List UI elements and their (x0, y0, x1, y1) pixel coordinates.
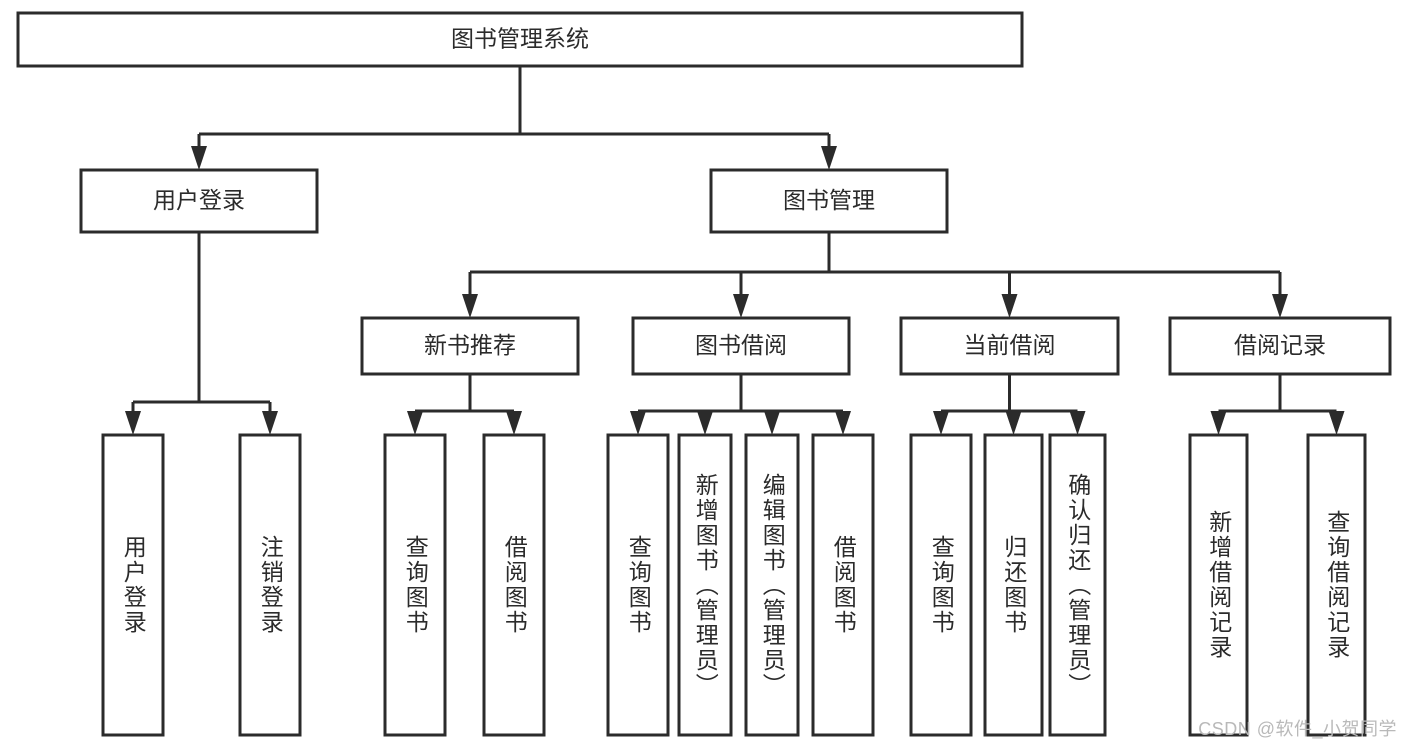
conn-book-management-arrow-2 (1001, 294, 1018, 318)
node-borrow-record-label: 借阅记录 (1234, 332, 1326, 358)
conn-user-login-arrow-1 (262, 411, 278, 435)
node-book-borrow-label: 图书借阅 (695, 332, 787, 358)
node-book-borrow[interactable] (631, 316, 851, 376)
conn-book-borrow-arrow-2 (764, 411, 780, 435)
conn-current-borrow-arrow-1 (1005, 411, 1022, 435)
node-user-login[interactable] (79, 168, 319, 234)
node-leaf-edit-book-admin[interactable] (744, 433, 800, 737)
conn-book-borrow-arrow-0 (630, 411, 646, 435)
node-user-login-label: 用户登录 (153, 187, 245, 213)
node-leaf-query-book-current[interactable] (909, 433, 973, 737)
conn-root-arrow-1 (821, 146, 837, 170)
conn-book-management-arrow-0 (462, 294, 478, 318)
node-leaf-borrow-book-recommend[interactable] (482, 433, 546, 737)
conn-book-borrow-arrow-1 (697, 411, 713, 435)
node-current-borrow-label: 当前借阅 (964, 332, 1056, 358)
node-leaf-confirm-return-admin[interactable] (1048, 433, 1107, 737)
boxes-layer (16, 11, 1392, 737)
node-leaf-borrow-book[interactable] (811, 433, 875, 737)
conn-borrow-record-arrow-0 (1210, 411, 1227, 435)
conn-current-borrow-arrow-2 (1069, 411, 1086, 435)
conn-book-management-arrow-3 (1272, 294, 1288, 318)
conn-book-management-arrow-1 (733, 294, 749, 318)
node-leaf-return-book[interactable] (983, 433, 1044, 737)
conn-borrow-record-arrow-1 (1328, 411, 1345, 435)
node-root[interactable] (16, 11, 1024, 68)
conn-new-book-recommend-arrow-0 (407, 411, 423, 435)
conn-root-arrow-0 (191, 146, 207, 170)
node-leaf-logout[interactable] (238, 433, 302, 737)
node-book-management[interactable] (709, 168, 949, 234)
watermark-text: CSDN @软件_小贺同学 (1198, 719, 1397, 739)
node-borrow-record[interactable] (1168, 316, 1392, 376)
node-current-borrow[interactable] (899, 316, 1120, 376)
conn-user-login-arrow-0 (125, 411, 141, 435)
node-leaf-query-book-recommend[interactable] (383, 433, 447, 737)
node-leaf-user-login[interactable] (101, 433, 165, 737)
node-book-management-label: 图书管理 (783, 187, 875, 213)
node-new-book-recommend-label: 新书推荐 (424, 332, 516, 358)
node-new-book-recommend[interactable] (360, 316, 580, 376)
node-root-label: 图书管理系统 (451, 26, 589, 52)
conn-new-book-recommend-arrow-1 (506, 411, 522, 435)
conn-book-borrow-arrow-3 (835, 411, 851, 435)
node-leaf-query-book-borrow[interactable] (606, 433, 670, 737)
node-leaf-query-borrow-record[interactable] (1306, 433, 1367, 737)
connectors-layer (125, 66, 1345, 435)
conn-current-borrow-arrow-0 (933, 411, 949, 435)
node-leaf-add-book-admin[interactable] (677, 433, 733, 737)
node-leaf-add-borrow-record[interactable] (1188, 433, 1249, 737)
